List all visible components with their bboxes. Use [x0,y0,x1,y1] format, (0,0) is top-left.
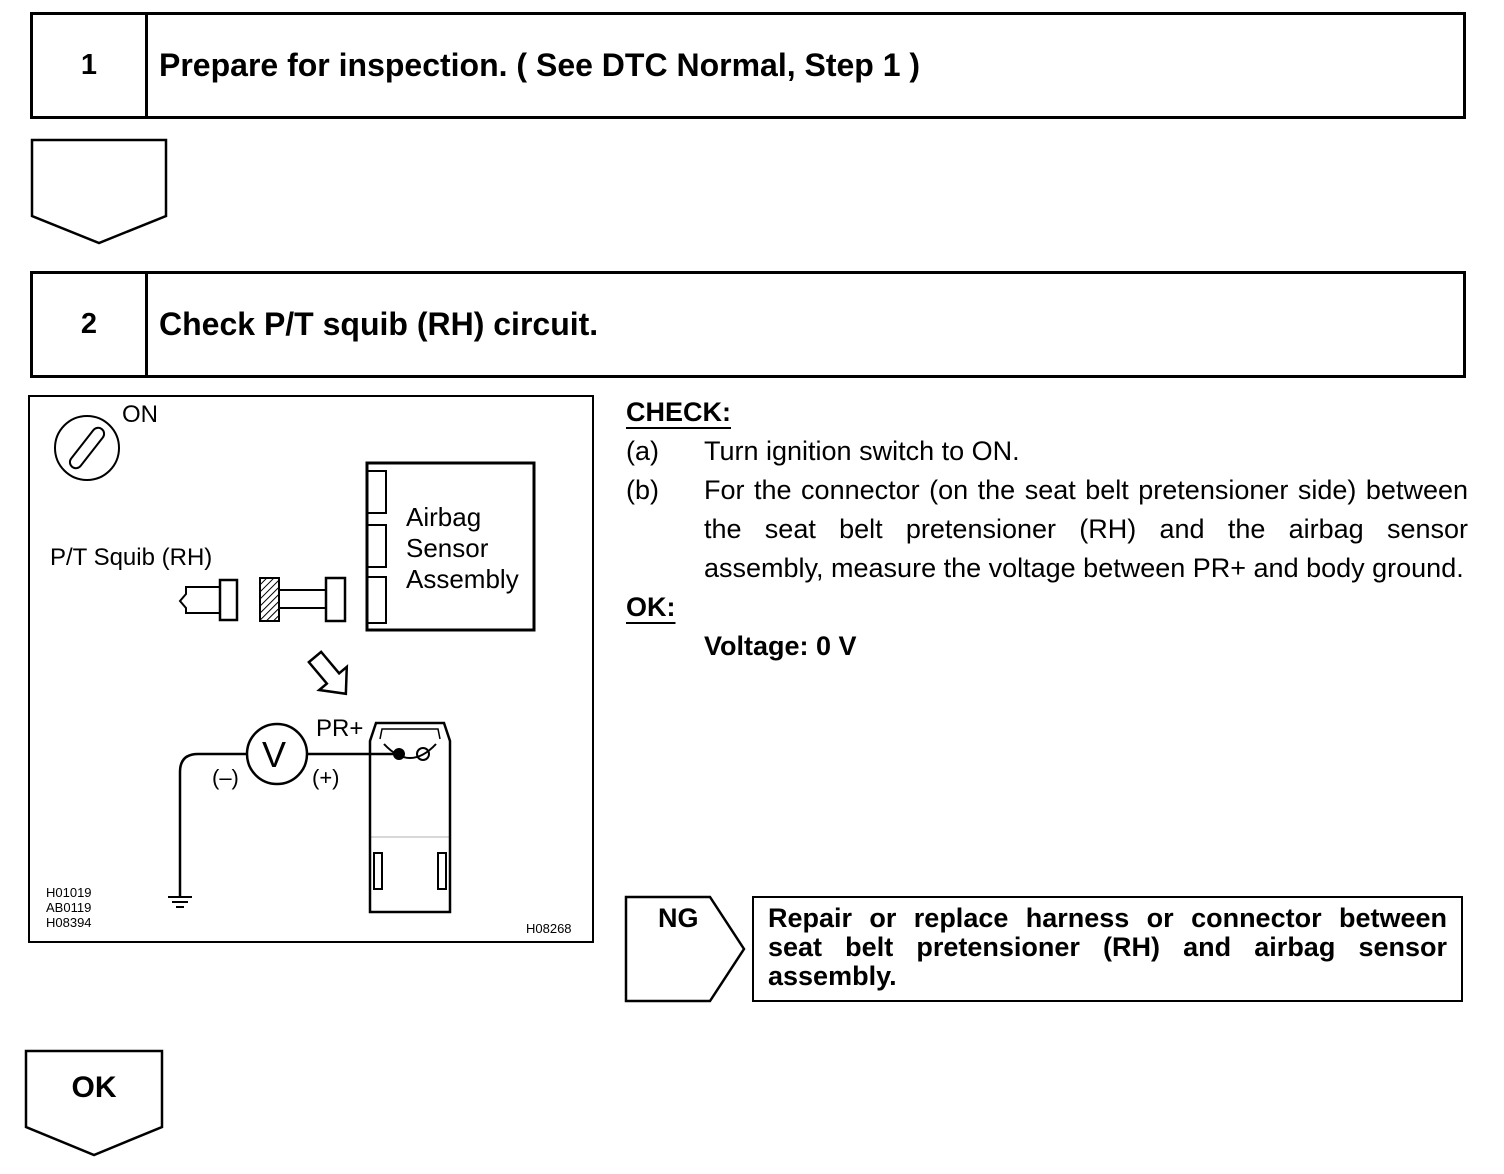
airbag-sensor-icon [365,461,536,632]
ok-value: Voltage: 0 V [704,631,857,661]
squib-connector-icon [178,576,347,623]
voltmeter-circuit [168,722,404,908]
flow-arrow-ok: OK [24,1049,164,1159]
ref-code-2: AB0119 [46,900,92,915]
sensor-label-1: Airbag [406,502,482,532]
right-arrow-icon [624,895,746,1003]
check-section: CHECK: (a) Turn ignition switch to ON. (… [626,393,1468,666]
ignition-key-icon [54,415,120,481]
step-2-header: 2 Check P/T squib (RH) circuit. [30,271,1466,378]
sensor-label-2: Sensor [406,533,489,563]
negative-label: (–) [212,765,239,790]
item-marker: (b) [626,475,659,505]
flow-arrow-1 [30,138,168,246]
item-text: Turn ignition switch to ON. [704,436,1020,466]
ng-arrow: NG [624,895,748,1003]
ng-label: NG [658,903,699,933]
down-arrow-icon [24,1049,164,1157]
terminal-label: PR+ [316,715,364,742]
check-item-b: (b) For the connector (on the seat belt … [626,471,1468,588]
positive-label: (+) [312,765,340,790]
squib-label: P/T Squib (RH) [50,544,213,571]
ok-heading: OK: [626,592,676,622]
ok-label: OK [71,1071,117,1104]
step-title: Prepare for inspection. ( See DTC Normal… [159,47,921,83]
step-number: 1 [33,15,148,116]
item-marker: (a) [626,436,659,466]
step-title: Check P/T squib (RH) circuit. [159,306,599,342]
connector-body-icon [368,721,452,914]
step-number: 2 [33,274,148,375]
ignition-label: ON [122,401,158,428]
figure-code: H08268 [526,921,572,936]
step-1-header: 1 Prepare for inspection. ( See DTC Norm… [30,12,1466,119]
sensor-label-3: Assembly [406,564,519,594]
down-arrow-icon [30,138,168,245]
check-heading: CHECK: [626,397,731,427]
check-item-a: (a) Turn ignition switch to ON. [626,432,1468,471]
ref-code-1: H01019 [46,885,92,900]
ref-code-3: H08394 [46,915,92,930]
item-text: For the connector (on the seat belt pret… [704,475,1468,583]
ng-action-box: Repair or replace harness or connector b… [752,896,1463,1002]
circuit-drawing [54,415,536,914]
circuit-diagram: ON P/T Squib (RH) Airbag Sensor Assembly… [28,395,594,943]
voltmeter-symbol: V [262,734,287,775]
diagonal-arrow-icon [307,650,349,696]
